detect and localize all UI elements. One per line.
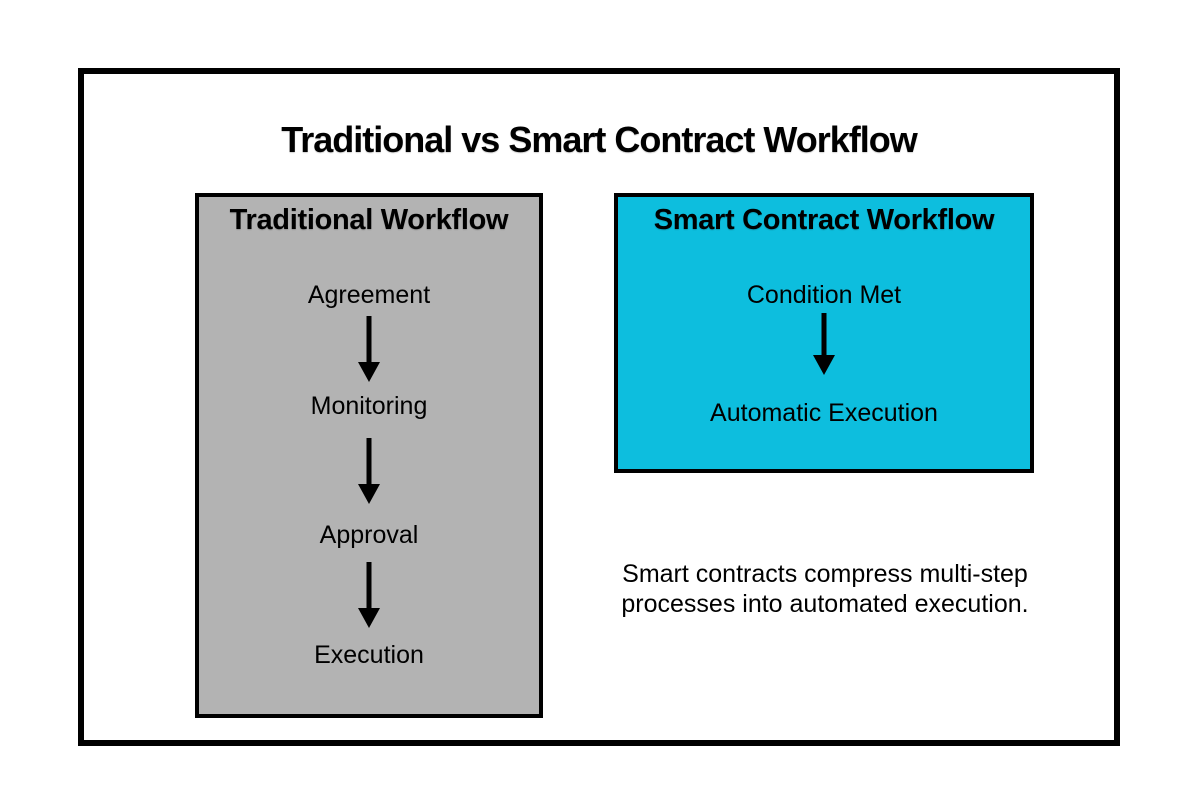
step-execution: Execution <box>314 641 424 669</box>
page-title: Traditional vs Smart Contract Workflow <box>281 119 917 160</box>
traditional-workflow-heading: Traditional Workflow <box>229 204 509 236</box>
caption-text: Smart contracts compress multi-step proc… <box>590 559 1060 619</box>
smart-contract-workflow-box: Smart Contract Workflow Condition Met Au… <box>614 193 1034 473</box>
step-automatic-execution: Automatic Execution <box>710 399 938 427</box>
step-approval: Approval <box>319 521 419 549</box>
down-arrow-icon <box>813 313 835 375</box>
down-arrow-icon <box>358 316 380 382</box>
smart-contract-workflow-heading: Smart Contract Workflow <box>653 204 995 236</box>
diagram-frame: Traditional vs Smart Contract Workflow T… <box>78 68 1120 746</box>
down-arrow-icon <box>358 562 380 628</box>
caption-line-2: processes into automated execution. <box>621 590 1029 618</box>
down-arrow-icon <box>358 438 380 504</box>
step-condition-met: Condition Met <box>746 281 902 309</box>
step-agreement: Agreement <box>307 281 431 309</box>
caption-line-1: Smart contracts compress multi-step <box>622 560 1028 588</box>
step-monitoring: Monitoring <box>310 392 428 420</box>
traditional-workflow-box: Traditional Workflow Agreement Monitorin… <box>195 193 543 718</box>
